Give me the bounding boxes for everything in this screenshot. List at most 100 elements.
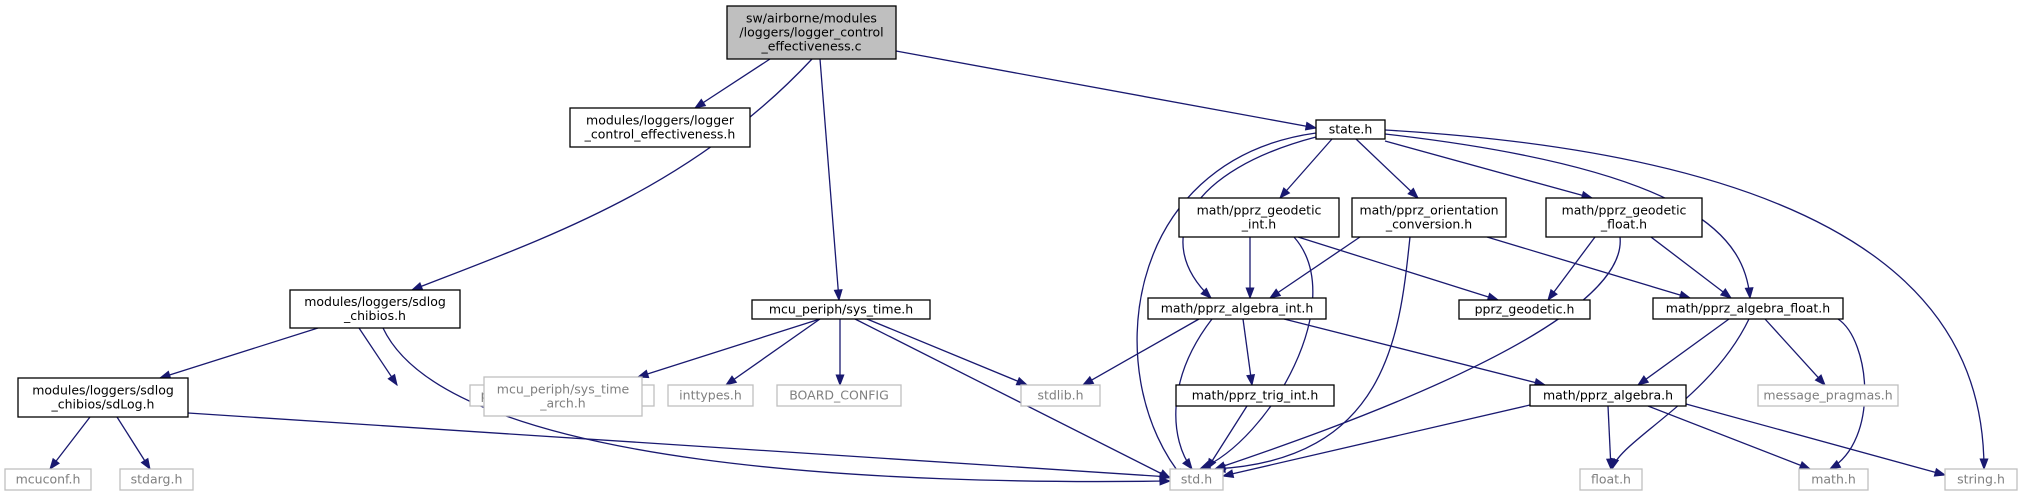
node-geodetic-int-h[interactable]: math/pprz_geodetic_int.h [1178, 197, 1340, 238]
node-sdlog-h[interactable]: modules/loggers/sdlog_chibios/sdLog.h [17, 377, 189, 418]
edge-orient_conv_h-to-algebra_int_h [1269, 236, 1361, 299]
node-label-line: mcu_periph/sys_time [497, 382, 630, 397]
node-box [119, 468, 194, 491]
node-label-line: stdarg.h [131, 472, 183, 487]
arrowhead-sys_time_h-to-sys_time_arch_h [636, 369, 650, 379]
edge-algebra_float_h-to-message_pragmas_h [1764, 318, 1826, 386]
node-label-line: math/pprz_algebra_float.h [1666, 301, 1830, 316]
node-box [1757, 384, 1899, 407]
edge-root-to-state_h [895, 50, 1317, 129]
node-board-config: BOARD_CONFIG [776, 384, 902, 407]
node-label-line: modules/loggers/sdlog [32, 383, 174, 398]
node-root[interactable]: sw/airborne/modules/loggers/logger_contr… [726, 5, 897, 60]
node-box [289, 289, 461, 329]
edge-pprz_algebra_h-to-string_h [1685, 403, 1946, 476]
node-math-h: math.h [1798, 468, 1869, 491]
edge-algebra_int_h-to-pprz_algebra_h [1283, 318, 1546, 386]
edges-layer [49, 50, 1989, 486]
arrowhead-algebra_int_h-to-std_h [1182, 457, 1193, 471]
node-box [1944, 468, 2018, 491]
edge-sdlog_h-to-std_h [187, 412, 1171, 478]
arrowhead-geodetic_float_h-to-std_h [1213, 461, 1227, 470]
node-label-line: _chibios.h [343, 308, 406, 323]
node-orient-conv-h[interactable]: math/pprz_orientation_conversion.h [1351, 197, 1507, 238]
node-box [1020, 384, 1101, 407]
node-box [1169, 468, 1224, 491]
arrowhead-root-to-sys_time_h [833, 289, 843, 302]
node-trig-int-h[interactable]: math/pprz_trig_int.h [1175, 384, 1335, 407]
node-label-line: math/pprz_algebra.h [1543, 388, 1673, 403]
arrowhead-state_h-to-string_h [1979, 458, 1989, 471]
edge-state_h-to-orient_conv_h [1355, 138, 1419, 199]
node-state-h[interactable]: state.h [1315, 119, 1386, 140]
edge-state_h-to-string_h [1384, 129, 1985, 470]
edge-state_h-to-geodetic_float_h [1384, 140, 1593, 199]
arrowhead-geodetic_int_h-to-algebra_int_h [1245, 287, 1255, 300]
node-box [751, 299, 931, 320]
node-inttypes-h: inttypes.h [667, 384, 754, 407]
node-label-line: math/pprz_geodetic [1197, 203, 1322, 218]
node-lce-h[interactable]: modules/loggers/logger_control_effective… [569, 107, 751, 148]
node-geodetic-float-h[interactable]: math/pprz_geodetic_float.h [1545, 197, 1703, 238]
node-label-line: mcuconf.h [16, 472, 81, 487]
node-box [1652, 297, 1844, 320]
node-box [667, 384, 754, 407]
edge-state_h-to-geodetic_int_h [1279, 138, 1333, 199]
edge-geodetic_float_h-to-std_h [1214, 236, 1621, 470]
edge-root-to-sys_time_h [819, 58, 840, 301]
node-label-line: modules/loggers/logger [586, 113, 735, 128]
node-label-line: _effectiveness.c [760, 39, 861, 54]
node-box [1458, 299, 1591, 320]
node-std-h: std.h [1169, 468, 1224, 491]
node-algebra-float-h[interactable]: math/pprz_algebra_float.h [1652, 297, 1844, 320]
arrowhead-sys_time_h-to-board_config [835, 374, 845, 387]
node-pprz-algebra-h[interactable]: math/pprz_algebra.h [1529, 384, 1687, 407]
node-float-h: float.h [1579, 468, 1643, 491]
node-label-line: math/pprz_orientation [1359, 203, 1498, 218]
arrowhead-state_h-to-algebra_int_h [1200, 287, 1213, 299]
edge-algebra_int_h-to-stdlib_h [1082, 318, 1200, 386]
node-label-line: message_pragmas.h [1763, 388, 1892, 403]
edge-sys_time_h-to-sys_time_arch_h [637, 318, 821, 378]
edge-geodetic_int_h-to-std_h [1199, 236, 1314, 470]
node-label-line: _chibios/sdLog.h [51, 397, 155, 412]
edge-orient_conv_h-to-algebra_float_h [1486, 236, 1691, 299]
node-sys-time-arch-h: mcu_periph/sys_time_arch.h [483, 376, 643, 417]
node-message-pragmas-h: message_pragmas.h [1757, 384, 1899, 407]
edge-sys_time_h-to-stdlib_h [866, 318, 1028, 386]
node-sdlog-chibios-h[interactable]: modules/loggers/sdlog_chibios.h [289, 289, 461, 329]
node-box [776, 384, 902, 407]
node-label-line: std.h [1181, 472, 1212, 487]
node-label-line: _arch.h [539, 396, 585, 411]
edge-sdlog_chibios_h-to-std_h [382, 327, 1171, 483]
node-box [4, 468, 92, 491]
node-box [1178, 197, 1340, 238]
edge-pprz_algebra_h-to-math_h [1647, 405, 1811, 470]
node-label-line: float.h [1591, 472, 1631, 487]
node-box [1545, 197, 1703, 238]
edge-algebra_float_h-to-pprz_algebra_h [1637, 318, 1730, 386]
node-algebra-int-h[interactable]: math/pprz_algebra_int.h [1147, 297, 1327, 320]
arrowhead-pprz_algebra_h-to-math_h [1798, 460, 1812, 470]
edge-algebra_int_h-to-trig_int_h [1242, 318, 1253, 386]
node-pprz-geodetic-h[interactable]: pprz_geodetic.h [1458, 299, 1591, 320]
edge-algebra_float_h-to-float_h [1611, 318, 1750, 470]
node-label-line: _conversion.h [1385, 217, 1472, 232]
arrowhead-sdlog_chibios_h-to-pprzlink_device_h [387, 373, 398, 387]
edge-geodetic_int_h-to-pprz_geodetic_h [1297, 236, 1499, 301]
arrowhead-algebra_int_h-to-trig_int_h [1246, 373, 1256, 387]
arrowhead-pprz_algebra_h-to-std_h [1221, 469, 1235, 479]
node-box [1798, 468, 1869, 491]
node-label-line: _int.h [1241, 217, 1276, 232]
node-sys-time-h[interactable]: mcu_periph/sys_time.h [751, 299, 931, 320]
edge-sdlog_h-to-mcuconf_h [49, 416, 91, 470]
node-box [1315, 119, 1386, 140]
edge-root-to-lce_h [694, 58, 771, 109]
node-box [726, 5, 897, 60]
arrowhead-root-to-state_h [1304, 121, 1318, 131]
node-stdarg-h: stdarg.h [119, 468, 194, 491]
arrowhead-root-to-sdlog_chibios_h [410, 281, 424, 291]
node-label-line: _float.h [1600, 217, 1647, 232]
arrowhead-state_h-to-algebra_float_h [1744, 287, 1754, 300]
